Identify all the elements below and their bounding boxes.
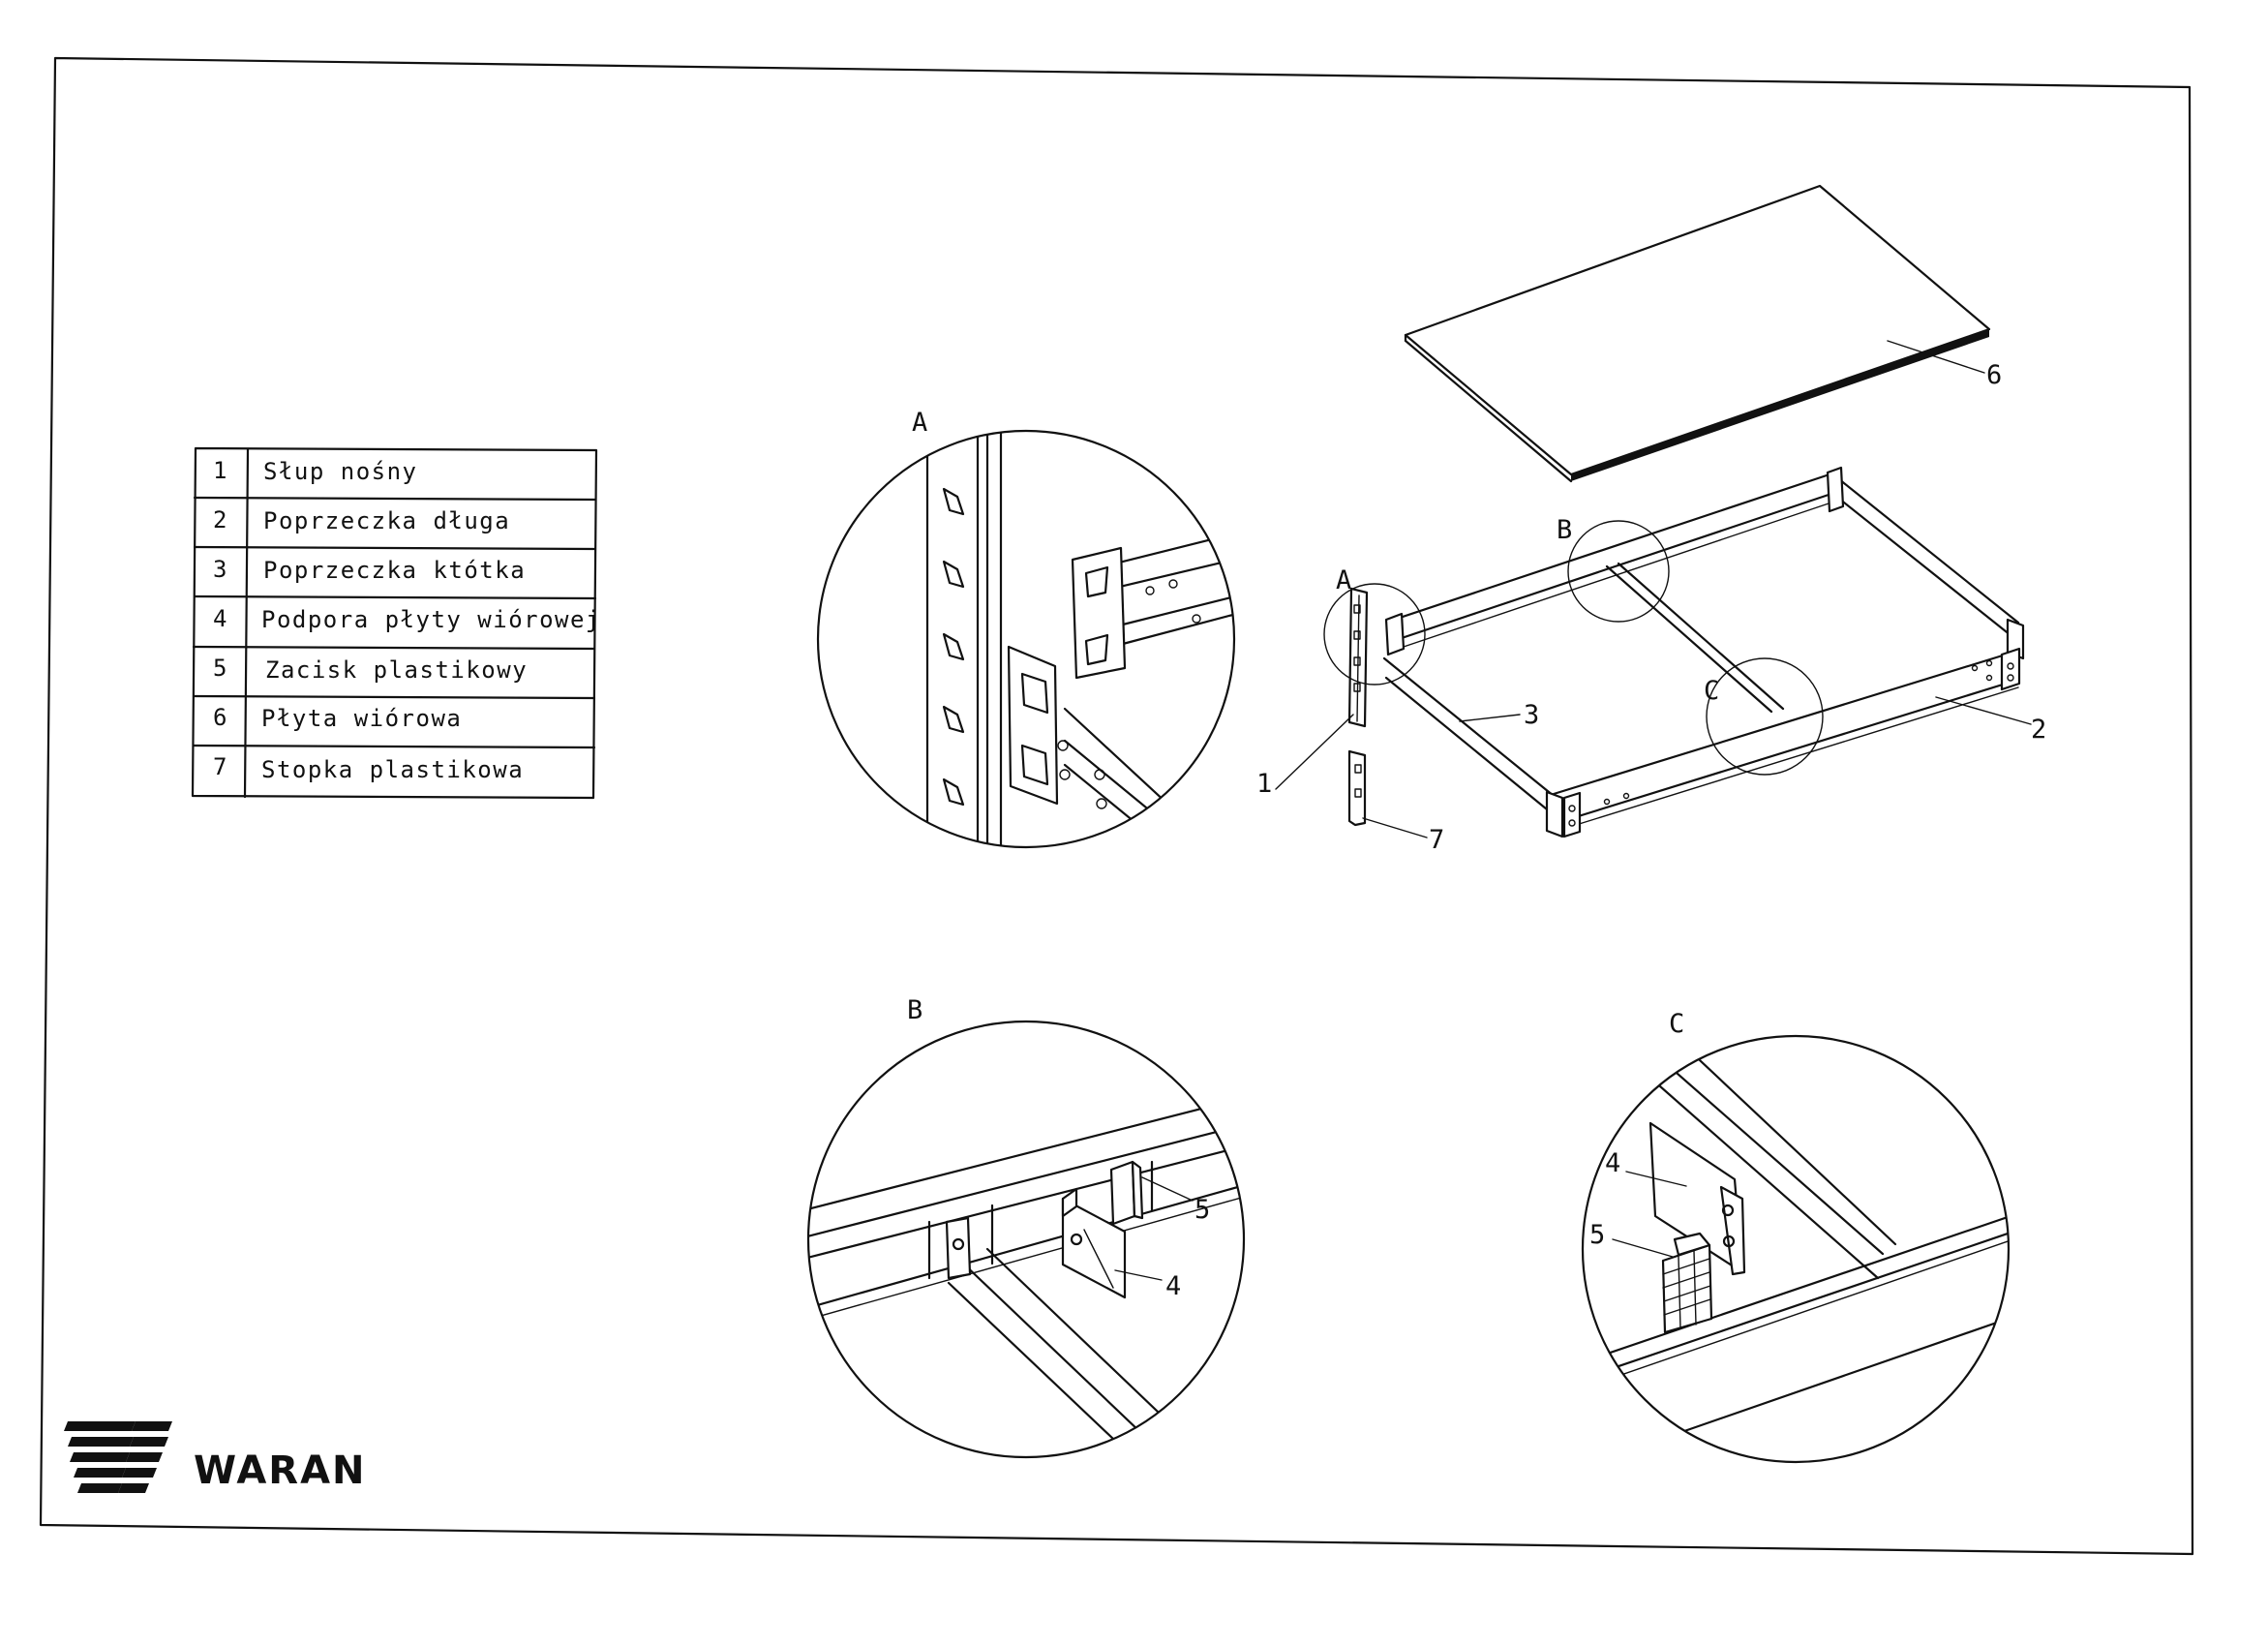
part-name: Poprzeczka któtka — [263, 557, 526, 584]
drawing-frame — [39, 56, 2194, 1556]
parts-table-row: 5 Zacisk plastikowy — [213, 655, 528, 684]
parts-table-row: 2 Poprzeczka długa — [213, 506, 510, 534]
detail-b-callout-5: 5 — [1194, 1195, 1210, 1225]
detail-marker-b: B — [1557, 515, 1572, 545]
callout-7: 7 — [1429, 825, 1444, 855]
part-name: Stopka plastikowa — [261, 756, 524, 783]
detail-marker-circle-c — [1706, 657, 1824, 776]
detail-marker-circle-b — [1567, 520, 1670, 623]
shelf-frame — [1382, 466, 2025, 838]
brand-name: WARAN — [194, 1448, 367, 1493]
detail-view-a: A — [816, 408, 1236, 849]
parts-table-row: 7 Stopka plastikowa — [213, 753, 524, 783]
part-number: 4 — [213, 605, 228, 632]
detail-view-c: C — [1581, 1009, 2011, 1464]
detail-view-b: B — [806, 995, 1246, 1459]
callout-2: 2 — [2031, 715, 2046, 745]
detail-c-callout-5: 5 — [1589, 1220, 1605, 1250]
callout-1: 1 — [1256, 769, 1272, 799]
plastic-foot — [1347, 749, 1367, 827]
part-name: Podpora płyty wiórowej — [261, 606, 601, 633]
waran-logo-icon — [64, 1421, 172, 1493]
parts-table: 1 Słup nośny 2 Poprzeczka długa 3 Poprze… — [191, 446, 601, 800]
part-number: 1 — [213, 457, 228, 484]
upright-post — [1347, 587, 1369, 728]
callout-6: 6 — [1986, 360, 2002, 390]
parts-table-row: 6 Płyta wiórowa — [213, 704, 462, 732]
detail-b-callout-4: 4 — [1165, 1271, 1181, 1301]
parts-table-row: 1 Słup nośny — [213, 457, 418, 485]
parts-table-row: 3 Poprzeczka któtka — [213, 556, 526, 584]
part-number: 7 — [213, 753, 228, 780]
brand-logo: WARAN — [64, 1421, 367, 1493]
main-assembly-view: A B C 1 2 3 6 7 — [1256, 184, 2046, 855]
detail-a-title: A — [912, 408, 927, 438]
detail-b-title: B — [907, 995, 922, 1025]
callout-3: 3 — [1524, 700, 1539, 730]
part-name: Płyta wiórowa — [261, 705, 462, 732]
part-name: Zacisk plastikowy — [265, 656, 528, 684]
part-number: 3 — [213, 556, 228, 583]
detail-marker-circle-a — [1323, 583, 1426, 686]
detail-c-callout-4: 4 — [1605, 1148, 1620, 1178]
parts-table-row: 4 Podpora płyty wiórowej — [213, 605, 601, 633]
part-number: 6 — [213, 704, 228, 731]
particle-board — [1404, 184, 1991, 483]
detail-marker-c: C — [1704, 676, 1719, 706]
part-name: Słup nośny — [263, 458, 418, 485]
part-number: 2 — [213, 506, 228, 533]
detail-c-title: C — [1669, 1009, 1684, 1039]
part-number: 5 — [213, 655, 228, 682]
detail-marker-a: A — [1336, 565, 1351, 595]
part-name: Poprzeczka długa — [263, 507, 510, 534]
